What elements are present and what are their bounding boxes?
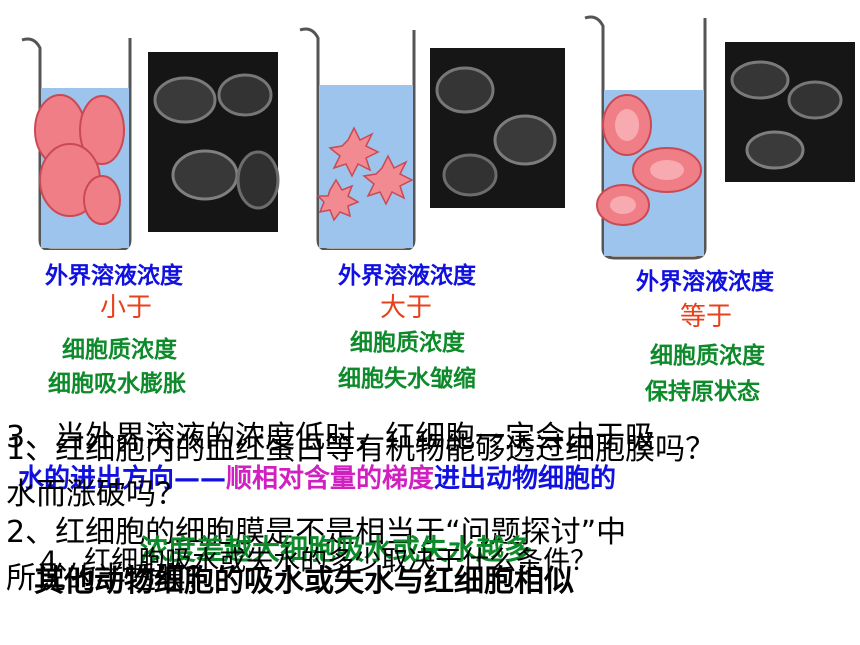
water-direction-part-c: 进出动物细胞的 <box>434 464 617 494</box>
question-2-line2: 所说的半透膜？ <box>6 561 216 596</box>
panel1-label-mid: 细胞质浓度 <box>62 337 177 363</box>
question-2-line1: 2、红细胞的细胞膜是不是相当于“问题探讨”中 <box>6 515 627 550</box>
panel-hypotonic <box>0 0 300 254</box>
panel3-result: 保持原状态 <box>645 379 760 405</box>
water-direction-part-a: 水的进出方向—— <box>18 464 227 494</box>
question-1-line2: 水而涨破吗？ <box>6 477 186 512</box>
panel2-compare: 大于 <box>380 293 433 323</box>
panel1-result: 细胞吸水膨胀 <box>48 371 186 397</box>
panel2-result: 细胞失水皱缩 <box>338 366 476 392</box>
question-3-line1: 3、当外界溶液的浓度低时，红细胞一定会由于吸 <box>6 420 656 455</box>
panel3-label-mid: 细胞质浓度 <box>650 343 765 369</box>
conclusion-concentration-difference: 浓度差越大细胞吸水或失水越多 <box>140 533 533 566</box>
panel3-compare: 等于 <box>680 302 733 332</box>
panel1-compare: 小于 <box>100 293 153 323</box>
water-direction-note: 水的进出方向——顺相对含量的梯度进出动物细胞的 <box>18 458 616 495</box>
question-4: 4、红细胞吸水或失水的多少取决于什么条件？ <box>40 546 598 577</box>
beaker-swelling-image <box>21 37 280 252</box>
panel-hypertonic <box>290 0 580 254</box>
panel-isotonic <box>575 0 860 264</box>
beaker-normal-image <box>584 15 855 260</box>
panel3-label-top: 外界溶液浓度 <box>636 269 774 295</box>
question-1-line1: 1、红细胞内的血红蛋白等有机物能够透过细胞膜吗？ <box>6 432 716 467</box>
beaker-shrinking-image <box>299 27 565 252</box>
panel2-label-top: 外界溶液浓度 <box>338 263 476 289</box>
water-direction-part-b: 顺相对含量的梯度 <box>226 464 435 494</box>
panel2-label-mid: 细胞质浓度 <box>350 330 465 356</box>
conclusion-other-animal-cells: 其他动物细胞的吸水或失水与红细胞相似 <box>34 564 574 599</box>
panel1-label-top: 外界溶液浓度 <box>45 263 183 289</box>
